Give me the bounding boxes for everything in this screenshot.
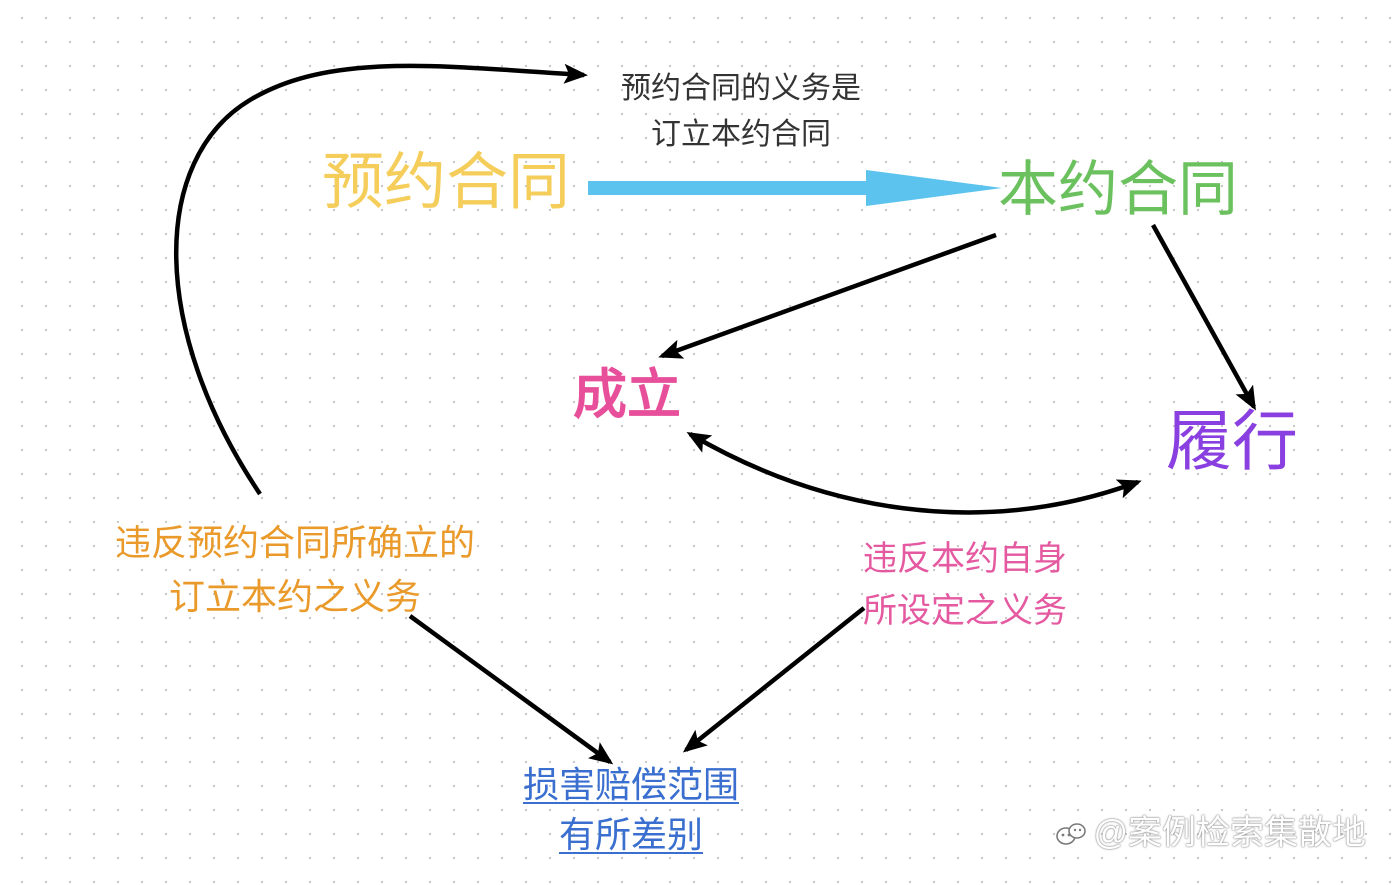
arrow-formation-performance	[686, 431, 1142, 515]
main-arrow	[588, 170, 1002, 206]
watermark-text: @案例检索集散地	[1093, 814, 1366, 852]
note-left: 违反预约合同所确立的 订立本约之义务	[90, 516, 500, 624]
node-performance: 履行	[1166, 406, 1298, 479]
note-bottom: 损害赔偿范围 有所差别	[500, 760, 762, 860]
note-top: 预约合同的义务是 订立本约合同	[596, 66, 886, 158]
arrow-main-to-formation	[658, 232, 997, 359]
node-preliminary-contract: 预约合同	[322, 149, 571, 217]
note-bottom-line-2: 有所差别	[558, 815, 703, 855]
arrow-left-to-bottom	[408, 614, 614, 765]
node-main-contract: 本约合同	[998, 157, 1238, 223]
watermark-logo-icon	[1056, 823, 1087, 845]
note-left-line-1: 违反预约合同所确立的	[114, 523, 475, 563]
arrow-right-to-bottom	[682, 606, 866, 753]
note-top-line-2: 订立本约合同	[651, 118, 831, 151]
node-formation: 成立	[573, 365, 681, 425]
arrow-big-curve	[173, 63, 588, 496]
note-right-line-2: 所设定之义务	[863, 593, 1067, 630]
note-top-line-1: 预约合同的义务是	[621, 72, 861, 105]
note-right-line-1: 违反本约自身	[863, 541, 1067, 578]
note-left-line-2: 订立本约之义务	[168, 577, 421, 617]
watermark: @案例检索集散地	[1055, 816, 1366, 850]
arrow-main-to-performance	[1151, 223, 1256, 411]
note-right: 违反本约自身 所设定之义务	[840, 534, 1090, 638]
note-bottom-line-1: 损害赔偿范围	[522, 765, 739, 805]
